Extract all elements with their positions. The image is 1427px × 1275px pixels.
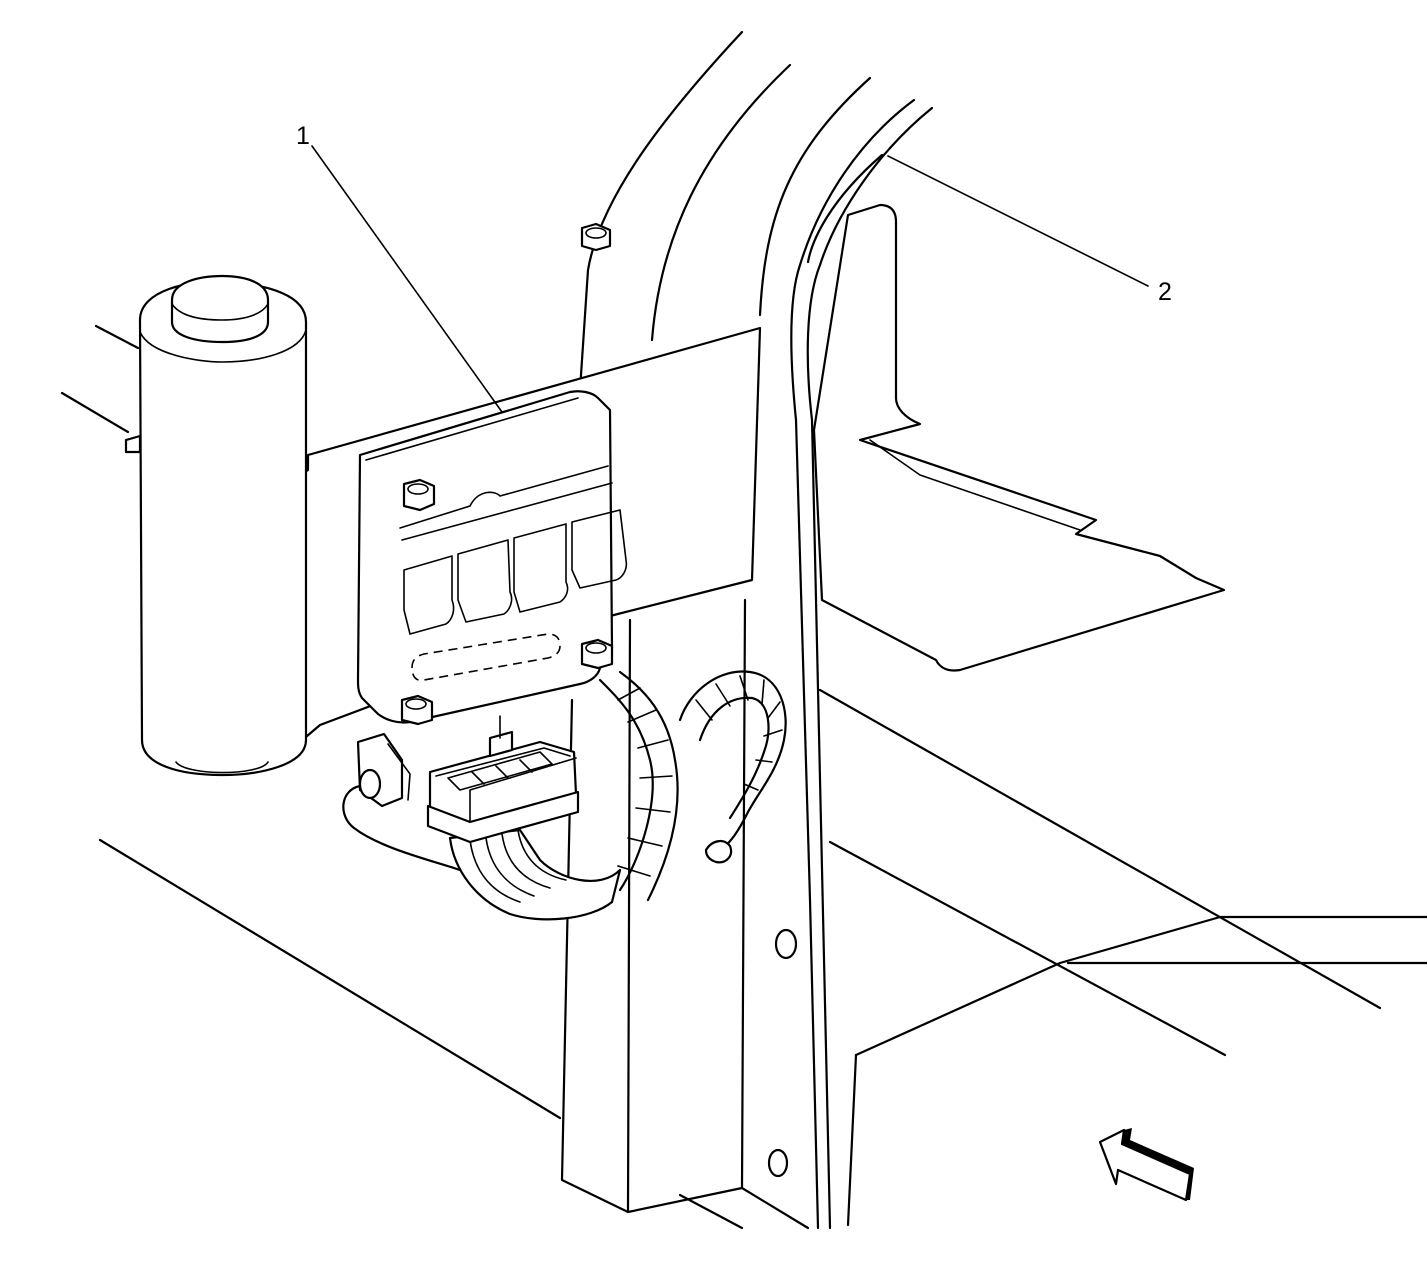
wiring-harness — [448, 670, 787, 921]
module-bolt — [580, 222, 612, 252]
module-bolt — [402, 478, 436, 512]
module-bolt — [400, 694, 434, 726]
door-pillar — [578, 30, 934, 1230]
cylinder-canister — [124, 274, 308, 777]
callout-number-1: 1 — [296, 122, 310, 150]
leader-lines — [311, 145, 1149, 413]
ground-wire — [342, 732, 462, 872]
view-direction-arrow-icon — [1098, 1128, 1194, 1202]
floor-frame-lines — [60, 324, 1382, 1230]
control-module — [356, 222, 628, 726]
harness-connector — [426, 715, 580, 844]
callout-leader-1 — [311, 145, 503, 413]
shelf-bracket — [812, 203, 1226, 672]
callout-number-2: 2 — [1158, 278, 1172, 306]
floor-box-right — [846, 915, 1427, 1227]
module-bolt — [580, 638, 614, 670]
callout-leader-2 — [887, 155, 1149, 287]
lower-pillar — [560, 598, 810, 1230]
